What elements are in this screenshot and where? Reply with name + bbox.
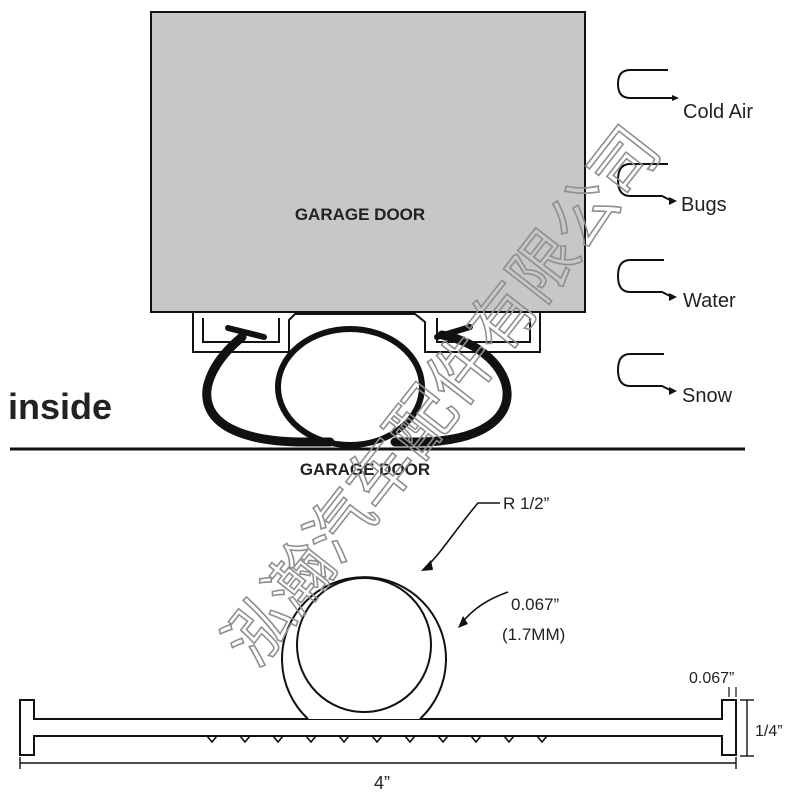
garage-door-label: GARAGE DOOR	[295, 205, 425, 224]
seal-bulb-inner	[296, 577, 432, 713]
seal-base-profile	[19, 699, 737, 756]
arrowhead-icon	[669, 197, 677, 205]
flange-thickness-label: 0.067”	[689, 670, 734, 687]
arrowhead-icon	[669, 387, 677, 395]
arrowhead-icon	[421, 560, 433, 571]
seal-cross-section: R 1/2” 0.067” (1.7MM) 0.067” 1/4” 4”	[19, 494, 783, 793]
hook-arrow-icon	[616, 353, 671, 391]
inside-label: inside	[8, 386, 112, 427]
arrowhead-icon	[672, 95, 679, 101]
seal-tabs	[225, 324, 473, 340]
height-label: 1/4”	[755, 723, 783, 740]
wall-thickness-label: 0.067”	[511, 595, 560, 614]
wall-thickness-leader	[460, 591, 509, 625]
arrowhead-icon	[458, 616, 468, 628]
blocked-item-label: Snow	[682, 385, 733, 407]
hook-arrow-icon	[616, 259, 671, 297]
blocked-item-cold-air: Cold Air	[616, 69, 753, 123]
radius-label: R 1/2”	[503, 494, 550, 513]
hook-arrow-icon	[616, 163, 671, 201]
blocked-item-bugs: Bugs	[616, 163, 727, 216]
width-label: 4”	[374, 773, 390, 793]
blocked-elements-list: Cold Air Bugs Water Snow	[616, 69, 753, 407]
blocked-item-label: Cold Air	[683, 101, 753, 123]
garage-door-panel	[150, 11, 586, 313]
blocked-item-snow: Snow	[616, 353, 733, 407]
wall-thickness-metric-label: (1.7MM)	[502, 625, 565, 644]
base-teeth	[206, 735, 548, 744]
blocked-item-label: Bugs	[681, 194, 727, 216]
radius-leader	[424, 502, 500, 569]
blocked-item-water: Water	[616, 259, 736, 312]
arrowhead-icon	[669, 293, 677, 301]
hook-arrow-icon	[616, 69, 672, 99]
installed-seal-illustration: GARAGE DOOR inside GARAGE DOOR	[8, 11, 745, 479]
blocked-item-label: Water	[683, 290, 736, 312]
floor-label: GARAGE DOOR	[300, 460, 430, 479]
bulb-seal	[202, 326, 512, 448]
